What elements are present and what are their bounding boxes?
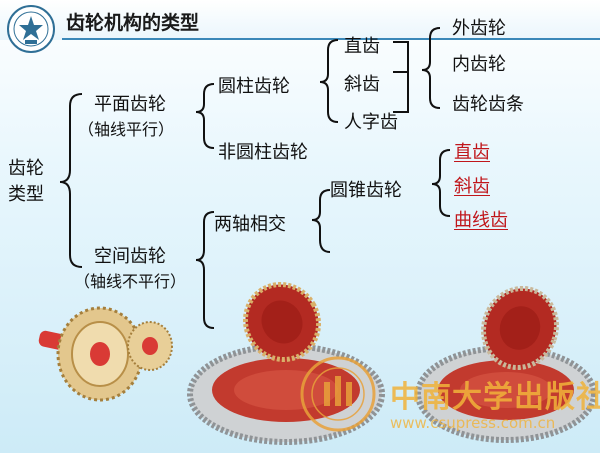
bevel-type-straight-link[interactable]: 直齿 xyxy=(454,142,490,163)
bevel-bracket xyxy=(311,189,331,253)
intersecting-axes-label: 两轴相交 xyxy=(214,214,286,235)
spatial-gear-note: （轴线不平行） xyxy=(74,272,187,291)
spiral-bevel-gear-image xyxy=(415,285,596,443)
small-bevel-gear-image xyxy=(38,306,173,402)
mesh-type-rack: 齿轮齿条 xyxy=(452,94,524,115)
publisher-watermark: 中南大学出版社 xyxy=(390,380,600,415)
root-label-line2: 类型 xyxy=(8,184,44,205)
tooth-type-helical: 斜齿 xyxy=(344,74,380,95)
publisher-seal-icon xyxy=(300,356,376,432)
bevel-types-bracket xyxy=(431,149,451,217)
tooth-type-straight: 直齿 xyxy=(344,36,380,57)
spatial-gear-label: 空间齿轮 xyxy=(94,246,166,267)
spatial-bracket xyxy=(195,211,215,329)
large-bevel-gear-image xyxy=(187,282,385,445)
bevel-gear-label: 圆锥齿轮 xyxy=(330,180,402,201)
title-bar xyxy=(0,0,600,40)
tooth-bracket xyxy=(319,39,339,123)
non-cylindrical-gear-label: 非圆柱齿轮 xyxy=(218,142,308,163)
bevel-type-helical-link[interactable]: 斜齿 xyxy=(454,176,490,197)
cylindrical-gear-label: 圆柱齿轮 xyxy=(218,76,290,97)
mesh-type-internal: 内齿轮 xyxy=(452,54,506,75)
tooth-type-herringbone: 人字齿 xyxy=(344,112,398,133)
planar-gear-label: 平面齿轮 xyxy=(94,94,166,115)
root-bracket xyxy=(59,93,83,268)
mesh-bracket xyxy=(421,27,441,109)
bevel-type-curved-link[interactable]: 曲线齿 xyxy=(454,210,508,231)
planar-gear-note: （轴线平行） xyxy=(78,120,175,139)
publisher-url: www.csupress.com.cn xyxy=(390,414,556,432)
mesh-type-external: 外齿轮 xyxy=(452,18,506,39)
planar-bracket xyxy=(195,83,215,149)
title-rule xyxy=(62,38,600,40)
root-label-line1: 齿轮 xyxy=(8,158,44,179)
page-title: 齿轮机构的类型 xyxy=(66,12,200,34)
university-logo-icon xyxy=(7,5,55,53)
